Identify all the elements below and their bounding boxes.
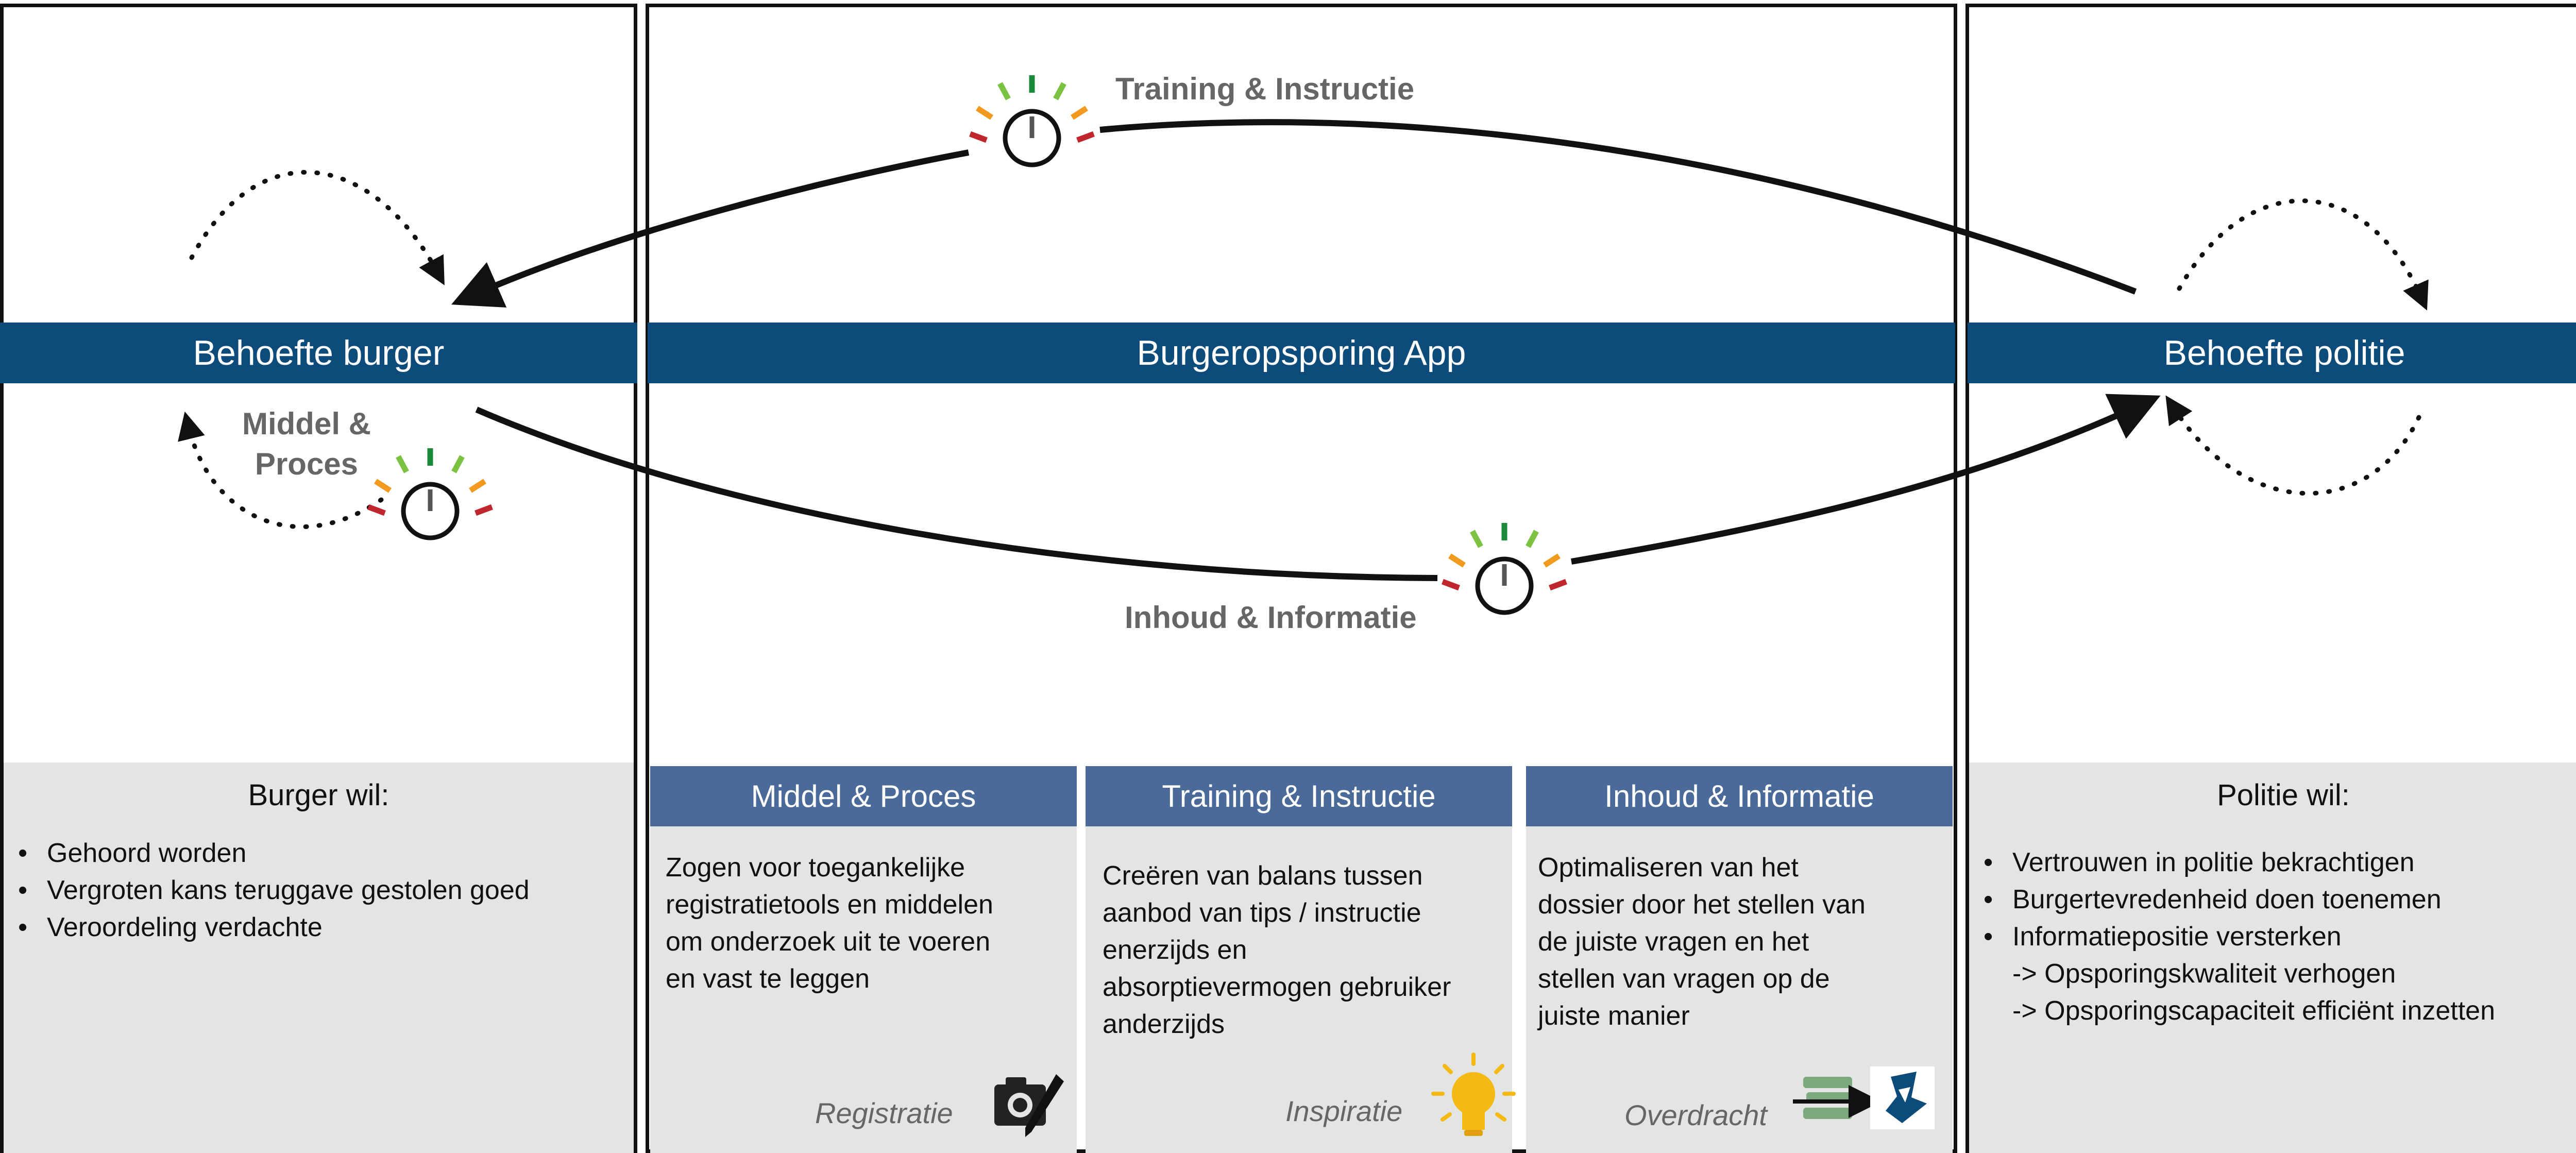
burger-needs-title: Burger wil: (248, 778, 389, 812)
list-subitem: -> Opsporingskwaliteit verhogen (2012, 959, 2396, 989)
burger-needs-box: Burger wil: Gehoord worden Vergroten kan… (4, 762, 634, 1153)
politie-needs-box: Politie wil: Vertrouwen in politie bekra… (1969, 762, 2576, 1153)
police-logo-icon (1870, 1066, 1935, 1129)
list-item: Veroordeling verdachte (14, 909, 530, 946)
politie-needs-title: Politie wil: (2217, 778, 2350, 812)
loop-politie-bottom (2165, 395, 2421, 496)
band-behoefte-burger: Behoefte burger (0, 323, 637, 383)
column-training-text: Creëren van balans tussen aanbod van tip… (1103, 861, 1451, 1039)
band-behoefte-politie: Behoefte politie (1968, 323, 2576, 383)
politie-needs-list: Vertrouwen in politie bekrachtigen Burge… (1979, 844, 2495, 1029)
list-item: Informatiepositie versterken (1979, 918, 2495, 955)
column-middel-header: Middel & Proces (650, 766, 1077, 826)
column-middel-tag: Registratie (815, 1097, 953, 1129)
gauge-icon (367, 448, 493, 540)
loop-burger-top (189, 169, 445, 285)
arrow-label-inhoud: Inhoud & Informatie (1125, 600, 1417, 635)
books-icon (1793, 1077, 1882, 1119)
arrow-inhoud (475, 406, 1438, 581)
list-item: Burgertevredenheid doen toenemen (1979, 881, 2495, 918)
arrow-label-training: Training & Instructie (1115, 72, 1415, 106)
column-middel-text: Zogen voor toegankelijke registratietool… (666, 853, 993, 994)
column-training-header: Training & Instructie (1086, 766, 1512, 826)
arrow-training-head (451, 149, 970, 308)
loop-burger-bottom (178, 411, 384, 529)
column-inhoud-header: Inhoud & Informatie (1526, 766, 1953, 826)
column-training-tag: Inspiratie (1285, 1095, 1403, 1127)
list-item: Gehoord worden (14, 835, 530, 872)
gauge-icon (969, 75, 1095, 167)
column-inhoud-tag: Overdracht (1624, 1099, 1767, 1131)
list-subitem: -> Opsporingscapaciteit efficiënt inzett… (2012, 996, 2496, 1026)
arrow-training (1099, 119, 2137, 295)
gauge-icon (1442, 523, 1567, 615)
column-inhoud-text: Optimaliseren van het dossier door het s… (1538, 853, 1866, 1031)
list-item: Vergroten kans teruggave gestolen goed (14, 872, 530, 909)
arrow-inhoud-head (1570, 394, 2161, 565)
loop-politie-top (2177, 198, 2429, 311)
band-burgeropsporing-app: Burgeropsporing App (648, 323, 1955, 383)
arrow-label-middel: Middel & Proces (242, 406, 371, 481)
camera-pen-icon (994, 1074, 1064, 1137)
burger-needs-list: Gehoord worden Vergroten kans teruggave … (14, 835, 530, 946)
list-item: Vertrouwen in politie bekrachtigen (1979, 844, 2495, 881)
column-training-body (1086, 826, 1512, 1153)
lightbulb-icon (1431, 1053, 1516, 1136)
